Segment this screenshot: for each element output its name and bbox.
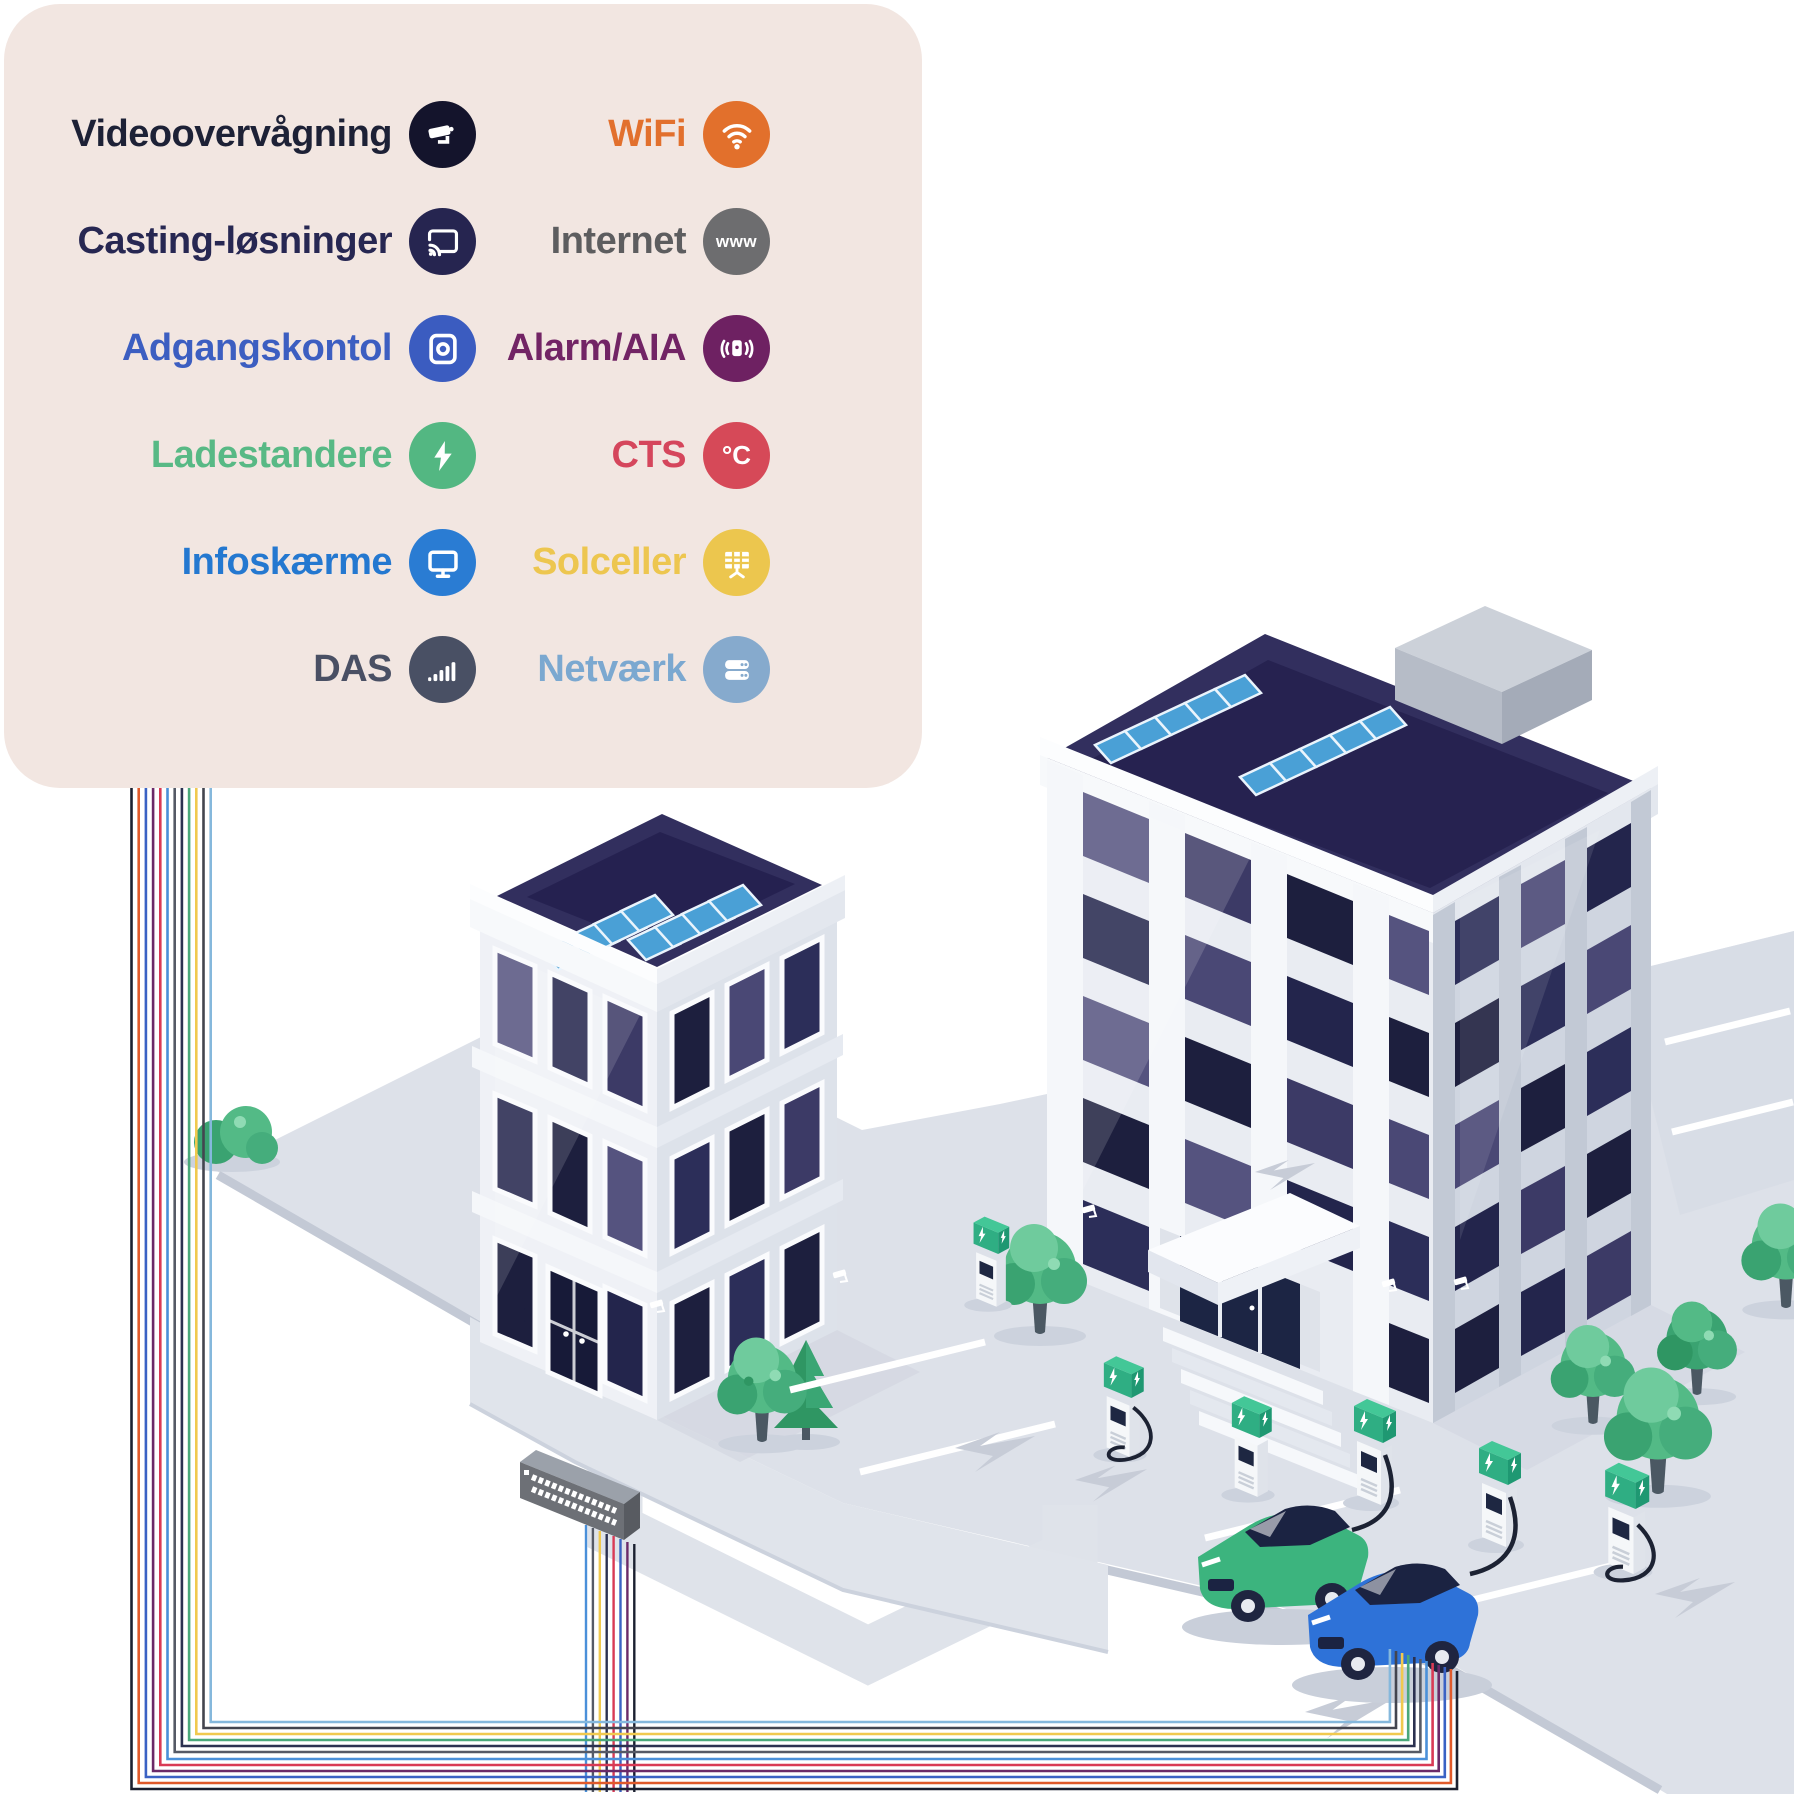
car-blue — [1292, 1563, 1492, 1703]
solar-panel-icon — [703, 529, 770, 596]
cable-videoovervaagning — [130, 786, 1459, 1791]
cable-netvaerk — [209, 786, 1392, 1724]
tree — [1741, 1203, 1794, 1320]
network-icon — [703, 636, 770, 703]
cable-adgangskontrol — [144, 786, 1447, 1779]
cable-ladestandere — [187, 786, 1410, 1742]
security-camera-icon — [649, 1299, 666, 1313]
legend-label-ladestandere: Ladestandere — [150, 434, 393, 476]
legend-label-wifi: WiFi — [608, 113, 686, 155]
cable-infoskaerme — [166, 786, 1428, 1761]
temperature-icon: °C — [703, 422, 770, 489]
ev-charger — [964, 1216, 1012, 1312]
cable-internet — [173, 786, 1422, 1754]
ev-charger — [1593, 1462, 1656, 1583]
cable-casting — [180, 786, 1416, 1748]
charging-cable — [1469, 1496, 1518, 1577]
legend-label-casting: Casting-løsninger — [77, 220, 392, 262]
ev-charger — [1221, 1396, 1275, 1503]
security-camera-icon — [1081, 1204, 1098, 1218]
large-building-windows — [1083, 792, 1631, 1403]
legend-label-videoovervaagning: Videoovervågning — [71, 113, 392, 155]
tree — [717, 1337, 807, 1454]
cable-wifi — [137, 786, 1453, 1785]
legend-label-netvaerk: Netværk — [537, 648, 686, 690]
ev-charger-icon — [409, 422, 476, 489]
rooftop-unit — [1395, 606, 1592, 744]
info-screen-icon — [409, 529, 476, 596]
legend-label-cts: CTS — [611, 434, 687, 476]
ev-charger — [1343, 1399, 1399, 1511]
cable-bus — [130, 786, 1459, 1791]
ev-charger — [1093, 1356, 1153, 1463]
slab-edge-face — [470, 1317, 1108, 1652]
cast-icon — [409, 208, 476, 275]
legend-label-internet: Internet — [550, 220, 687, 262]
access-control-icon — [409, 315, 476, 382]
alarm-icon — [703, 315, 770, 382]
cctv-icon — [409, 101, 476, 168]
legend-label-alarm-aia: Alarm/AIA — [506, 327, 687, 369]
cable-solceller — [195, 786, 1404, 1736]
wifi-icon — [703, 101, 770, 168]
security-camera-icon — [1381, 1278, 1398, 1292]
basement-cutaway — [469, 1317, 1109, 1792]
das-signal-icon — [409, 636, 476, 703]
tree — [993, 1224, 1087, 1346]
legend-label-adgangskontrol: Adgangskontol — [121, 327, 393, 369]
legend-label-das: DAS — [313, 648, 392, 690]
legend-label-solceller: Solceller — [532, 541, 686, 583]
security-camera-icon — [832, 1269, 849, 1283]
cable-cts — [159, 786, 1434, 1767]
small-building — [470, 814, 849, 1420]
network-switch — [520, 1450, 640, 1540]
security-camera-icon — [1453, 1276, 1470, 1290]
temperature-icon-text: °C — [721, 440, 752, 470]
tree — [1550, 1325, 1636, 1435]
www-icon: www — [703, 208, 770, 275]
legend-label-infoskaerme: Infoskærme — [181, 541, 393, 583]
charging-cable — [1351, 1454, 1394, 1533]
large-building — [1040, 606, 1658, 1489]
switch-cables — [584, 1525, 636, 1792]
lightning-road-marks — [955, 1160, 1735, 1739]
small-building-windows — [492, 933, 825, 1404]
cable-das — [202, 786, 1398, 1730]
ev-chargers — [964, 1216, 1656, 1583]
solar-panels — [1092, 673, 1409, 797]
entrance-door — [524, 1263, 603, 1399]
www-icon-text: www — [715, 231, 758, 251]
legend-panel: Videoovervågning Casting-løsninger Adgan… — [4, 4, 922, 788]
bush — [184, 1106, 280, 1172]
cable-alarm — [151, 786, 1440, 1773]
